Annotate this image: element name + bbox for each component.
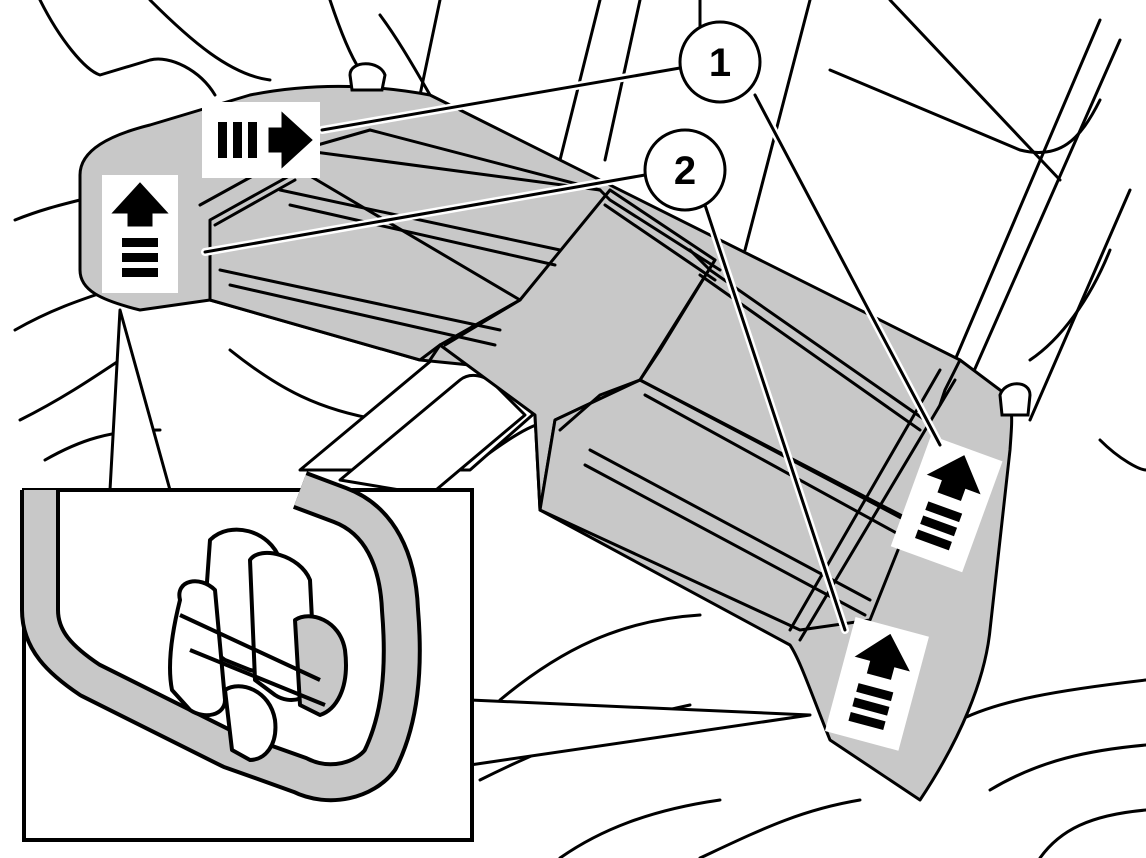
- clip-knob-right: [998, 382, 1032, 417]
- callout-marker-2: 2: [643, 128, 727, 212]
- callout-label-1: 1: [709, 41, 731, 85]
- clip-knob-left: [348, 62, 387, 92]
- callout-marker-1: 1: [678, 20, 762, 104]
- release-clip-detail: [20, 471, 422, 803]
- detail-pointer-right: [468, 698, 812, 767]
- up-arrow-with-bars-icon: [202, 102, 320, 178]
- up-arrow-with-bars-icon: [890, 435, 1003, 573]
- callout-leader-lines: [201, 64, 944, 634]
- callout-label-2: 2: [674, 149, 696, 193]
- detail-inset: [20, 308, 812, 842]
- up-arrow-with-bars-icon: [102, 175, 178, 293]
- detail-pointer-left: [108, 308, 172, 492]
- up-arrow-with-bars-icon: [824, 617, 929, 751]
